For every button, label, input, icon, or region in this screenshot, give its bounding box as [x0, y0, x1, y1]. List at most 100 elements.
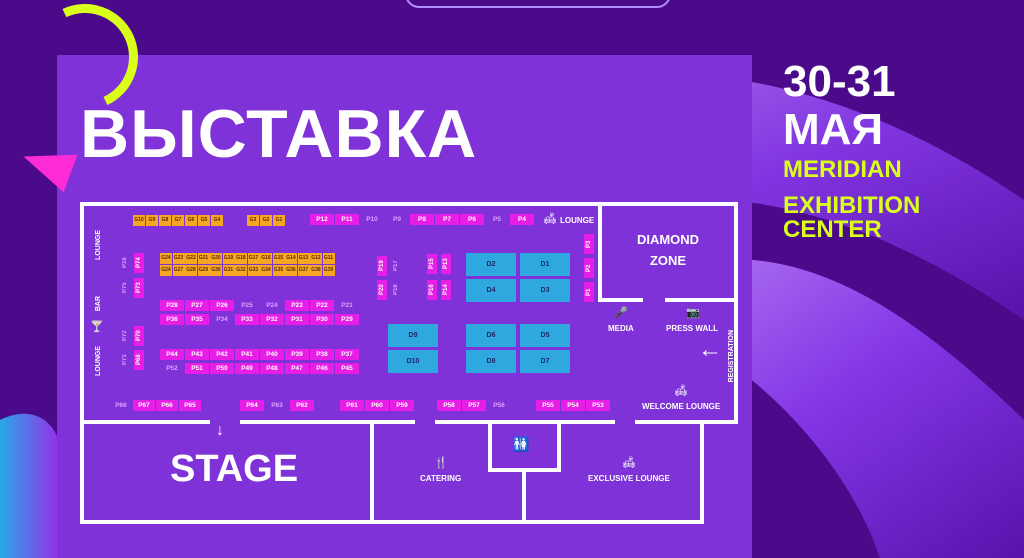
booth-d9[interactable]: D9 [388, 324, 438, 347]
booth-g10[interactable]: G10 [133, 215, 145, 226]
booth-d4[interactable]: D4 [466, 279, 516, 302]
booth-p24[interactable]: P24 [266, 302, 278, 309]
booth-p25[interactable]: P25 [241, 302, 253, 309]
booth-p47[interactable]: P47 [285, 363, 309, 374]
booth-g28[interactable]: G28 [185, 265, 197, 276]
booth-p60[interactable]: P60 [365, 400, 389, 411]
booth-p35[interactable]: P35 [185, 314, 209, 325]
booth-g9[interactable]: G9 [146, 215, 158, 226]
booth-p67[interactable]: P67 [133, 400, 155, 411]
booth-d7[interactable]: D7 [520, 350, 570, 373]
booth-p41[interactable]: P41 [235, 349, 259, 360]
booth-p66[interactable]: P66 [156, 400, 178, 411]
booth-g37[interactable]: G37 [297, 265, 310, 276]
booth-p66[interactable]: P66 [115, 402, 127, 409]
booth-p38[interactable]: P38 [310, 349, 334, 360]
booth-p27[interactable]: P27 [185, 300, 209, 311]
booth-p56[interactable]: P56 [493, 402, 505, 409]
booth-p14[interactable]: P14 [441, 280, 451, 300]
booth-g24[interactable]: G24 [160, 265, 172, 276]
booth-g39[interactable]: G39 [322, 265, 335, 276]
booth-p11[interactable]: P11 [335, 214, 359, 225]
booth-p74[interactable]: P74 [134, 253, 144, 273]
booth-p32[interactable]: P32 [260, 314, 284, 325]
booth-p68[interactable]: P68 [134, 350, 144, 370]
booth-p7[interactable]: P7 [435, 214, 459, 225]
booth-g15[interactable]: G15 [272, 253, 285, 264]
booth-g21[interactable]: G21 [197, 253, 210, 264]
booth-p62[interactable]: P62 [290, 400, 314, 411]
booth-p8[interactable]: P8 [410, 214, 434, 225]
booth-p39[interactable]: P39 [285, 349, 309, 360]
booth-p18[interactable]: P18 [393, 284, 399, 296]
booth-p36[interactable]: P36 [160, 314, 184, 325]
booth-p64[interactable]: P64 [240, 400, 264, 411]
booth-p65[interactable]: P65 [179, 400, 201, 411]
booth-g16[interactable]: G16 [260, 253, 272, 264]
booth-p52[interactable]: P52 [166, 365, 178, 372]
booth-p49[interactable]: P49 [235, 363, 259, 374]
booth-p42[interactable]: P42 [210, 349, 234, 360]
booth-d8[interactable]: D8 [466, 350, 516, 373]
booth-p21[interactable]: P21 [341, 302, 353, 309]
booth-d6[interactable]: D6 [466, 324, 516, 347]
booth-g31[interactable]: G31 [222, 265, 235, 276]
booth-p53[interactable]: P53 [586, 400, 610, 411]
booth-p22[interactable]: P22 [310, 300, 334, 311]
booth-p16[interactable]: P16 [427, 280, 437, 300]
booth-p12[interactable]: P12 [310, 214, 334, 225]
booth-d1[interactable]: D1 [520, 253, 570, 276]
booth-p10[interactable]: P10 [366, 216, 378, 223]
booth-p51[interactable]: P51 [185, 363, 209, 374]
booth-p5[interactable]: P5 [493, 216, 501, 223]
booth-p28[interactable]: P28 [160, 300, 184, 311]
booth-p46[interactable]: P46 [310, 363, 334, 374]
booth-p71[interactable]: P71 [122, 354, 128, 366]
booth-p2[interactable]: P2 [584, 258, 594, 278]
booth-g4[interactable]: G4 [211, 215, 223, 226]
booth-g12[interactable]: G12 [310, 253, 322, 264]
booth-g30[interactable]: G30 [210, 265, 222, 276]
booth-g23[interactable]: G23 [172, 253, 185, 264]
booth-p50[interactable]: P50 [210, 363, 234, 374]
booth-g17[interactable]: G17 [247, 253, 260, 264]
booth-p6[interactable]: P6 [460, 214, 484, 225]
booth-p33[interactable]: P33 [235, 314, 259, 325]
booth-g18[interactable]: G18 [235, 253, 247, 264]
booth-p59[interactable]: P59 [390, 400, 414, 411]
booth-d2[interactable]: D2 [466, 253, 516, 276]
booth-p43[interactable]: P43 [185, 349, 209, 360]
booth-p48[interactable]: P48 [260, 363, 284, 374]
booth-p31[interactable]: P31 [285, 314, 309, 325]
booth-p1[interactable]: P1 [584, 282, 594, 302]
booth-g32[interactable]: G32 [235, 265, 247, 276]
booth-p16[interactable]: P16 [122, 257, 128, 269]
booth-p58[interactable]: P58 [437, 400, 461, 411]
booth-p70[interactable]: P70 [134, 326, 144, 346]
booth-p9[interactable]: P9 [393, 216, 401, 223]
booth-p40[interactable]: P40 [260, 349, 284, 360]
booth-p3[interactable]: P3 [584, 234, 594, 254]
booth-p4[interactable]: P4 [510, 214, 534, 225]
booth-g34[interactable]: G34 [260, 265, 272, 276]
booth-g1[interactable]: G1 [273, 215, 285, 226]
booth-g3[interactable]: G3 [247, 215, 259, 226]
booth-p37[interactable]: P37 [335, 349, 359, 360]
booth-g6[interactable]: G6 [185, 215, 197, 226]
booth-p57[interactable]: P57 [462, 400, 486, 411]
booth-p13[interactable]: P13 [441, 254, 451, 274]
booth-d3[interactable]: D3 [520, 279, 570, 302]
booth-p30[interactable]: P30 [310, 314, 334, 325]
booth-g2[interactable]: G2 [260, 215, 272, 226]
booth-g14[interactable]: G14 [285, 253, 297, 264]
booth-g20[interactable]: G20 [210, 253, 222, 264]
booth-g36[interactable]: G36 [285, 265, 297, 276]
booth-p54[interactable]: P54 [561, 400, 585, 411]
booth-g27[interactable]: G27 [172, 265, 185, 276]
booth-g24[interactable]: G24 [160, 253, 172, 264]
booth-p63[interactable]: P63 [271, 402, 283, 409]
booth-d10[interactable]: D10 [388, 350, 438, 373]
booth-p17[interactable]: P17 [393, 260, 399, 272]
booth-p61[interactable]: P61 [340, 400, 364, 411]
booth-g35[interactable]: G35 [272, 265, 285, 276]
